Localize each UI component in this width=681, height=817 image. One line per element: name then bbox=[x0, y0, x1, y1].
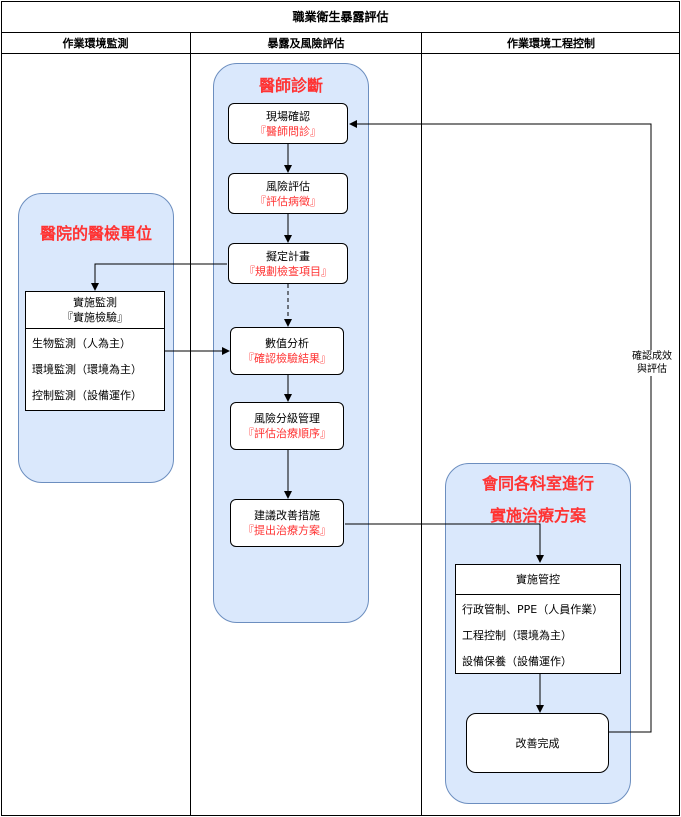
node-improve[interactable]: 建議改善措施 『提出治療方案』 bbox=[230, 499, 344, 547]
monitoring-box-header: 實施監測 『實施檢驗』 bbox=[26, 292, 164, 329]
department-title-line2: 實施治療方案 bbox=[489, 506, 586, 525]
department-title-line1: 會同各科室進行 bbox=[481, 474, 594, 493]
node-done[interactable]: 改善完成 bbox=[466, 713, 609, 773]
list-item: 環境監測（環境為主） bbox=[32, 363, 142, 376]
control-box-header: 實施管控 bbox=[456, 565, 620, 595]
node-risk-mgmt[interactable]: 風險分級管理 『評估治療順序』 bbox=[230, 402, 344, 450]
arrow-improve-to-control bbox=[345, 523, 544, 563]
feedback-edge-label: 確認成效 與評估 bbox=[626, 350, 678, 376]
list-item: 工程控制（環境為主） bbox=[462, 629, 572, 642]
hospital-lab-title: 醫院的醫檢單位 bbox=[39, 224, 152, 243]
list-item: 生物監測（人為主） bbox=[32, 337, 131, 350]
doctor-diagnosis-title: 醫師診斷 bbox=[258, 76, 323, 95]
lane-header-control: 作業環境工程控制 bbox=[421, 33, 680, 54]
node-analysis[interactable]: 數值分析 『確認檢驗結果』 bbox=[230, 327, 344, 375]
lane-header-risk: 暴露及風險評估 bbox=[190, 33, 421, 54]
node-site-confirm[interactable]: 現場確認 『醫師問診』 bbox=[228, 103, 348, 144]
lane-header-monitoring: 作業環境監測 bbox=[1, 33, 190, 54]
list-item: 設備保養（設備運作） bbox=[462, 655, 572, 668]
monitoring-box[interactable]: 實施監測 『實施檢驗』 生物監測（人為主） 環境監測（環境為主） 控制監測（設備… bbox=[25, 291, 165, 411]
list-item: 行政管制、PPE（人員作業） bbox=[462, 603, 604, 616]
node-risk-eval[interactable]: 風險評估 『評估病徵』 bbox=[228, 173, 348, 214]
node-plan[interactable]: 擬定計畫 『規劃檢查項目』 bbox=[228, 243, 348, 284]
control-box[interactable]: 實施管控 行政管制、PPE（人員作業） 工程控制（環境為主） 設備保養（設備運作… bbox=[455, 564, 621, 674]
diagram-title: 職業衛生暴露評估 bbox=[1, 1, 680, 33]
list-item: 控制監測（設備運作） bbox=[32, 389, 142, 402]
arrow-plan-to-monitoring bbox=[91, 263, 227, 291]
lane-divider bbox=[421, 54, 422, 816]
lane-divider bbox=[190, 54, 191, 816]
arrow-done-feedback bbox=[349, 120, 652, 733]
